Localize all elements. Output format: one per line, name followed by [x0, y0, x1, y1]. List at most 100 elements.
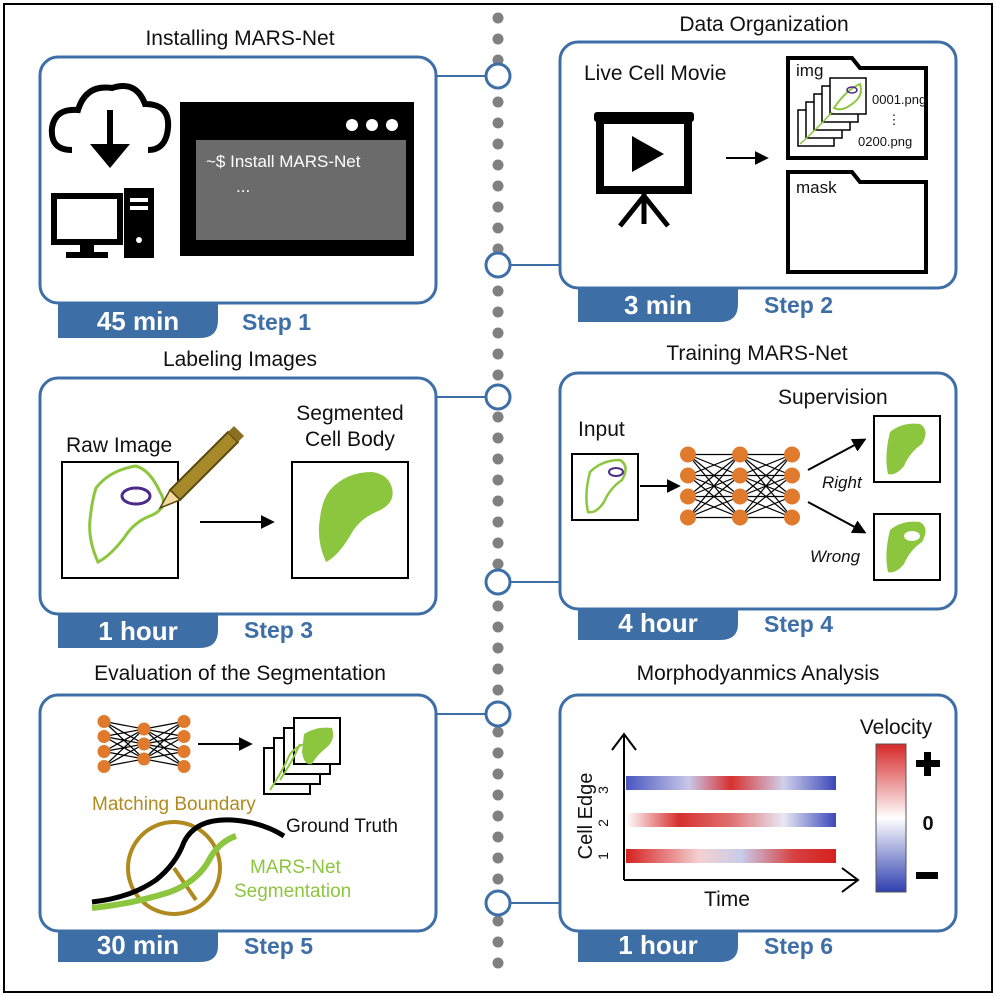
timeline-dots — [492, 12, 504, 969]
network-edge — [103, 743, 145, 768]
x-axis-label: Time — [704, 888, 750, 911]
timeline-dot — [492, 852, 504, 864]
network-edge — [143, 720, 185, 730]
input-label: Input — [578, 418, 625, 441]
timeline-dot — [492, 684, 504, 696]
network-node — [680, 467, 696, 484]
terminal-command: ~$ Install MARS-Net — [206, 152, 361, 171]
step-label: Step 3 — [244, 617, 313, 643]
edge-band-3 — [626, 776, 836, 790]
step-4-box — [558, 371, 958, 611]
file-last: 0200.png — [858, 134, 912, 149]
wrong-label: Wrong — [810, 547, 861, 566]
network-edge — [687, 454, 741, 518]
timeline-dot — [492, 558, 504, 570]
network-edge — [103, 720, 145, 730]
file-dots: ⋮ — [888, 112, 901, 127]
timeline-dot — [492, 789, 504, 801]
timeline-node — [484, 568, 512, 596]
network-node — [784, 467, 800, 484]
movie-label: Live Cell Movie — [584, 62, 726, 85]
network-node — [732, 488, 748, 505]
network-node — [680, 509, 696, 526]
network-node — [784, 446, 800, 463]
timeline-dot — [492, 957, 504, 969]
segmentation-label: Segmentation — [234, 881, 351, 902]
timeline-dot — [492, 432, 504, 444]
segmented-label: Segmented — [296, 402, 403, 425]
img-folder-label: img — [796, 61, 823, 80]
mask-folder: mask — [786, 170, 928, 274]
supervision-label: Supervision — [778, 386, 888, 409]
timeline-dot — [492, 411, 504, 423]
timeline-dot — [492, 96, 504, 108]
timeline-dot — [492, 495, 504, 507]
timeline-node — [484, 251, 512, 279]
step-label: Step 4 — [764, 611, 833, 637]
terminal-window: ~$ Install MARS-Net ... — [180, 102, 414, 256]
time-badge — [578, 609, 738, 640]
step-4-panel: Training MARS-Net Input Supervision Righ… — [558, 342, 958, 640]
timeline-dot — [492, 327, 504, 339]
time-badge — [578, 931, 738, 962]
timeline-dot — [492, 663, 504, 675]
timeline-dot — [492, 642, 504, 654]
network-edge — [739, 454, 793, 497]
step-1-title: Installing MARS-Net — [145, 27, 334, 50]
network-node — [137, 752, 151, 766]
network-edge — [739, 495, 793, 519]
mask-folder-label: mask — [796, 178, 837, 197]
network-edge — [143, 758, 185, 768]
network-node — [177, 715, 191, 728]
timeline-node — [484, 62, 512, 90]
y-tick-1: 1 — [595, 852, 611, 860]
timeline-node — [484, 700, 512, 728]
desktop-computer-icon — [51, 188, 154, 258]
step-label: Step 6 — [764, 933, 833, 959]
network-edge — [687, 454, 741, 497]
timeline-node — [484, 383, 512, 411]
ground-truth-label: Ground Truth — [286, 816, 398, 837]
nucleus-outline — [608, 467, 624, 477]
network-node — [97, 730, 111, 743]
timeline-dot — [492, 810, 504, 822]
file-first: 0001.png — [872, 92, 926, 107]
neural-network-icon — [97, 715, 191, 773]
y-tick-2: 2 — [595, 819, 611, 827]
zero-label: 0 — [922, 813, 933, 835]
arrow-right — [807, 438, 867, 471]
timeline-dot — [492, 243, 504, 255]
timeline-dot — [492, 348, 504, 360]
step-6-title: Morphodyanmics Analysis — [637, 662, 880, 685]
step-2-title: Data Organization — [679, 13, 848, 36]
cloud-download-icon — [48, 83, 172, 168]
timeline-dot — [492, 159, 504, 171]
timeline-dot — [492, 285, 504, 297]
network-edge — [687, 475, 741, 518]
terminal-ellipsis: ... — [236, 177, 250, 196]
pencil-icon — [158, 426, 244, 510]
network-edge — [739, 454, 793, 518]
cell-outline — [585, 458, 627, 514]
segmented-label-2: Cell Body — [305, 428, 395, 451]
nucleus-outline — [120, 486, 152, 506]
play-icon — [632, 136, 664, 172]
network-edge — [143, 735, 185, 760]
timeline-dot — [492, 537, 504, 549]
segmentation-hole — [904, 531, 920, 541]
timeline-dot — [492, 621, 504, 633]
timeline-dot — [492, 600, 504, 612]
ground-truth-line — [91, 817, 286, 905]
network-edge — [143, 720, 185, 745]
timeline-dot — [492, 453, 504, 465]
timeline-dot — [492, 936, 504, 948]
time-badge — [58, 614, 218, 648]
connectors — [436, 62, 560, 917]
outer-frame — [3, 3, 993, 993]
network-edge — [103, 728, 145, 767]
network-edge — [103, 728, 145, 753]
timeline-dot — [492, 201, 504, 213]
step-4-title: Training MARS-Net — [666, 342, 847, 365]
time-badge-label: 30 min — [97, 930, 179, 960]
time-badge-label: 45 min — [97, 306, 179, 336]
